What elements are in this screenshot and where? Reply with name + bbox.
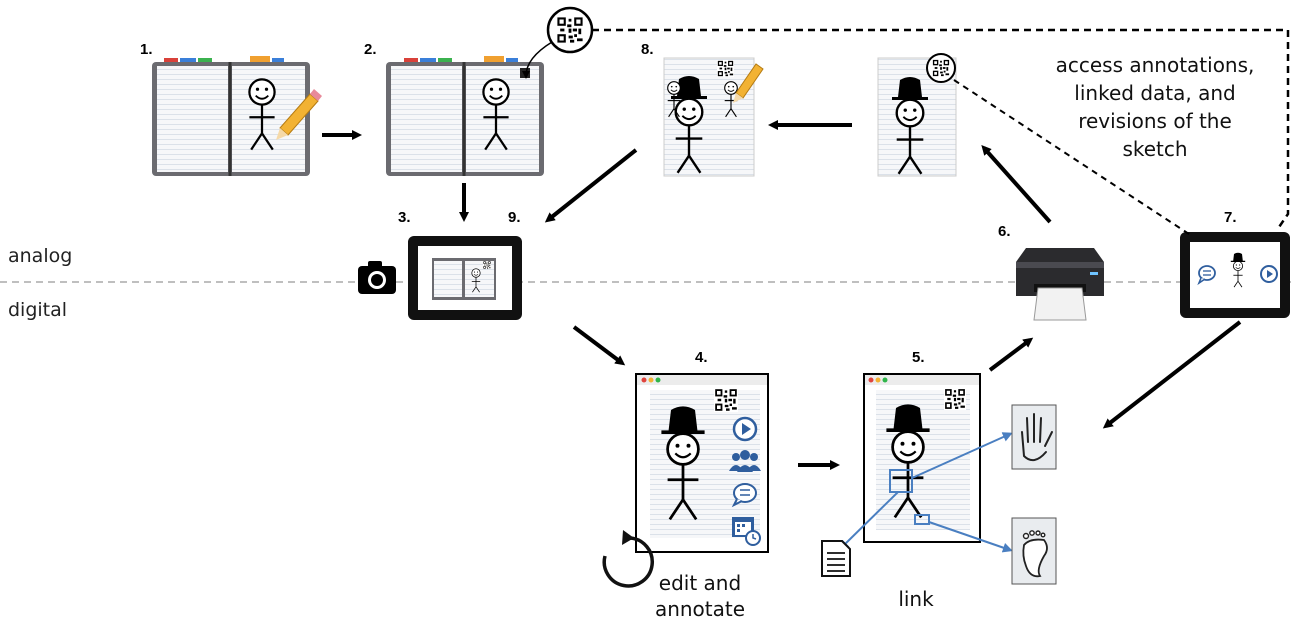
pencil-icon — [276, 89, 322, 140]
step-6-number: 6. — [998, 223, 1011, 240]
step-8-number: 8. — [641, 41, 654, 58]
qr-attach-arrow — [522, 41, 553, 79]
step-1-number: 1. — [140, 41, 153, 58]
link-caption: link — [898, 587, 934, 611]
link-to-foot — [928, 521, 1013, 553]
step-4-number: 4. — [695, 349, 708, 366]
link-window-step-5 — [863, 373, 981, 543]
step-7-number: 7. — [1224, 209, 1237, 226]
arrow-5-to-6 — [988, 337, 1034, 372]
editor-window-step-4 — [635, 373, 769, 553]
arrow-3-to-4 — [572, 325, 626, 366]
pencil-icon — [733, 63, 764, 103]
arrow-6-to-printout — [981, 145, 1052, 224]
edit-caption-line1: edit and — [659, 571, 741, 595]
access-text-line1: access annotations, — [1056, 53, 1255, 77]
dashed-qr-access-line — [592, 28, 1290, 231]
tablet-step-3 — [408, 236, 522, 320]
calendar-clock-icon — [732, 517, 761, 546]
foot-icon — [1011, 517, 1057, 585]
analog-label: analog — [8, 245, 72, 267]
step-2-number: 2. — [364, 41, 377, 58]
document-icon — [821, 540, 851, 577]
refresh-icon — [602, 530, 654, 588]
annotated-sheet-step-8 — [663, 57, 755, 177]
notebook-step-2 — [386, 56, 544, 176]
play-icon — [1260, 265, 1278, 283]
step-5-number: 5. — [912, 349, 925, 366]
access-text-line3: revisions of the — [1078, 109, 1232, 133]
camera-icon — [358, 261, 396, 294]
access-text-line2: linked data, and — [1074, 81, 1235, 105]
qr-code-icon — [546, 6, 594, 54]
digital-label: digital — [8, 299, 67, 321]
comment-icon — [731, 483, 757, 508]
step-3-number: 3. — [398, 209, 411, 226]
access-text-line4: sketch — [1122, 137, 1187, 161]
play-icon — [732, 416, 758, 442]
dashed-sheet-access-line — [953, 79, 1193, 237]
link-to-hand — [911, 432, 1013, 479]
link-to-document — [838, 491, 899, 551]
qr-code-icon — [926, 53, 956, 83]
hand-icon — [1011, 404, 1057, 470]
comment-icon — [1197, 265, 1216, 286]
printer-icon — [1016, 248, 1104, 321]
users-icon — [729, 450, 761, 472]
edit-caption-line2: annotate — [655, 597, 745, 621]
arrow-7-to-links — [1102, 320, 1242, 429]
arrow-8-to-9 — [544, 148, 638, 223]
step-9-number: 9. — [508, 209, 521, 226]
notebook-step-1 — [152, 56, 322, 176]
